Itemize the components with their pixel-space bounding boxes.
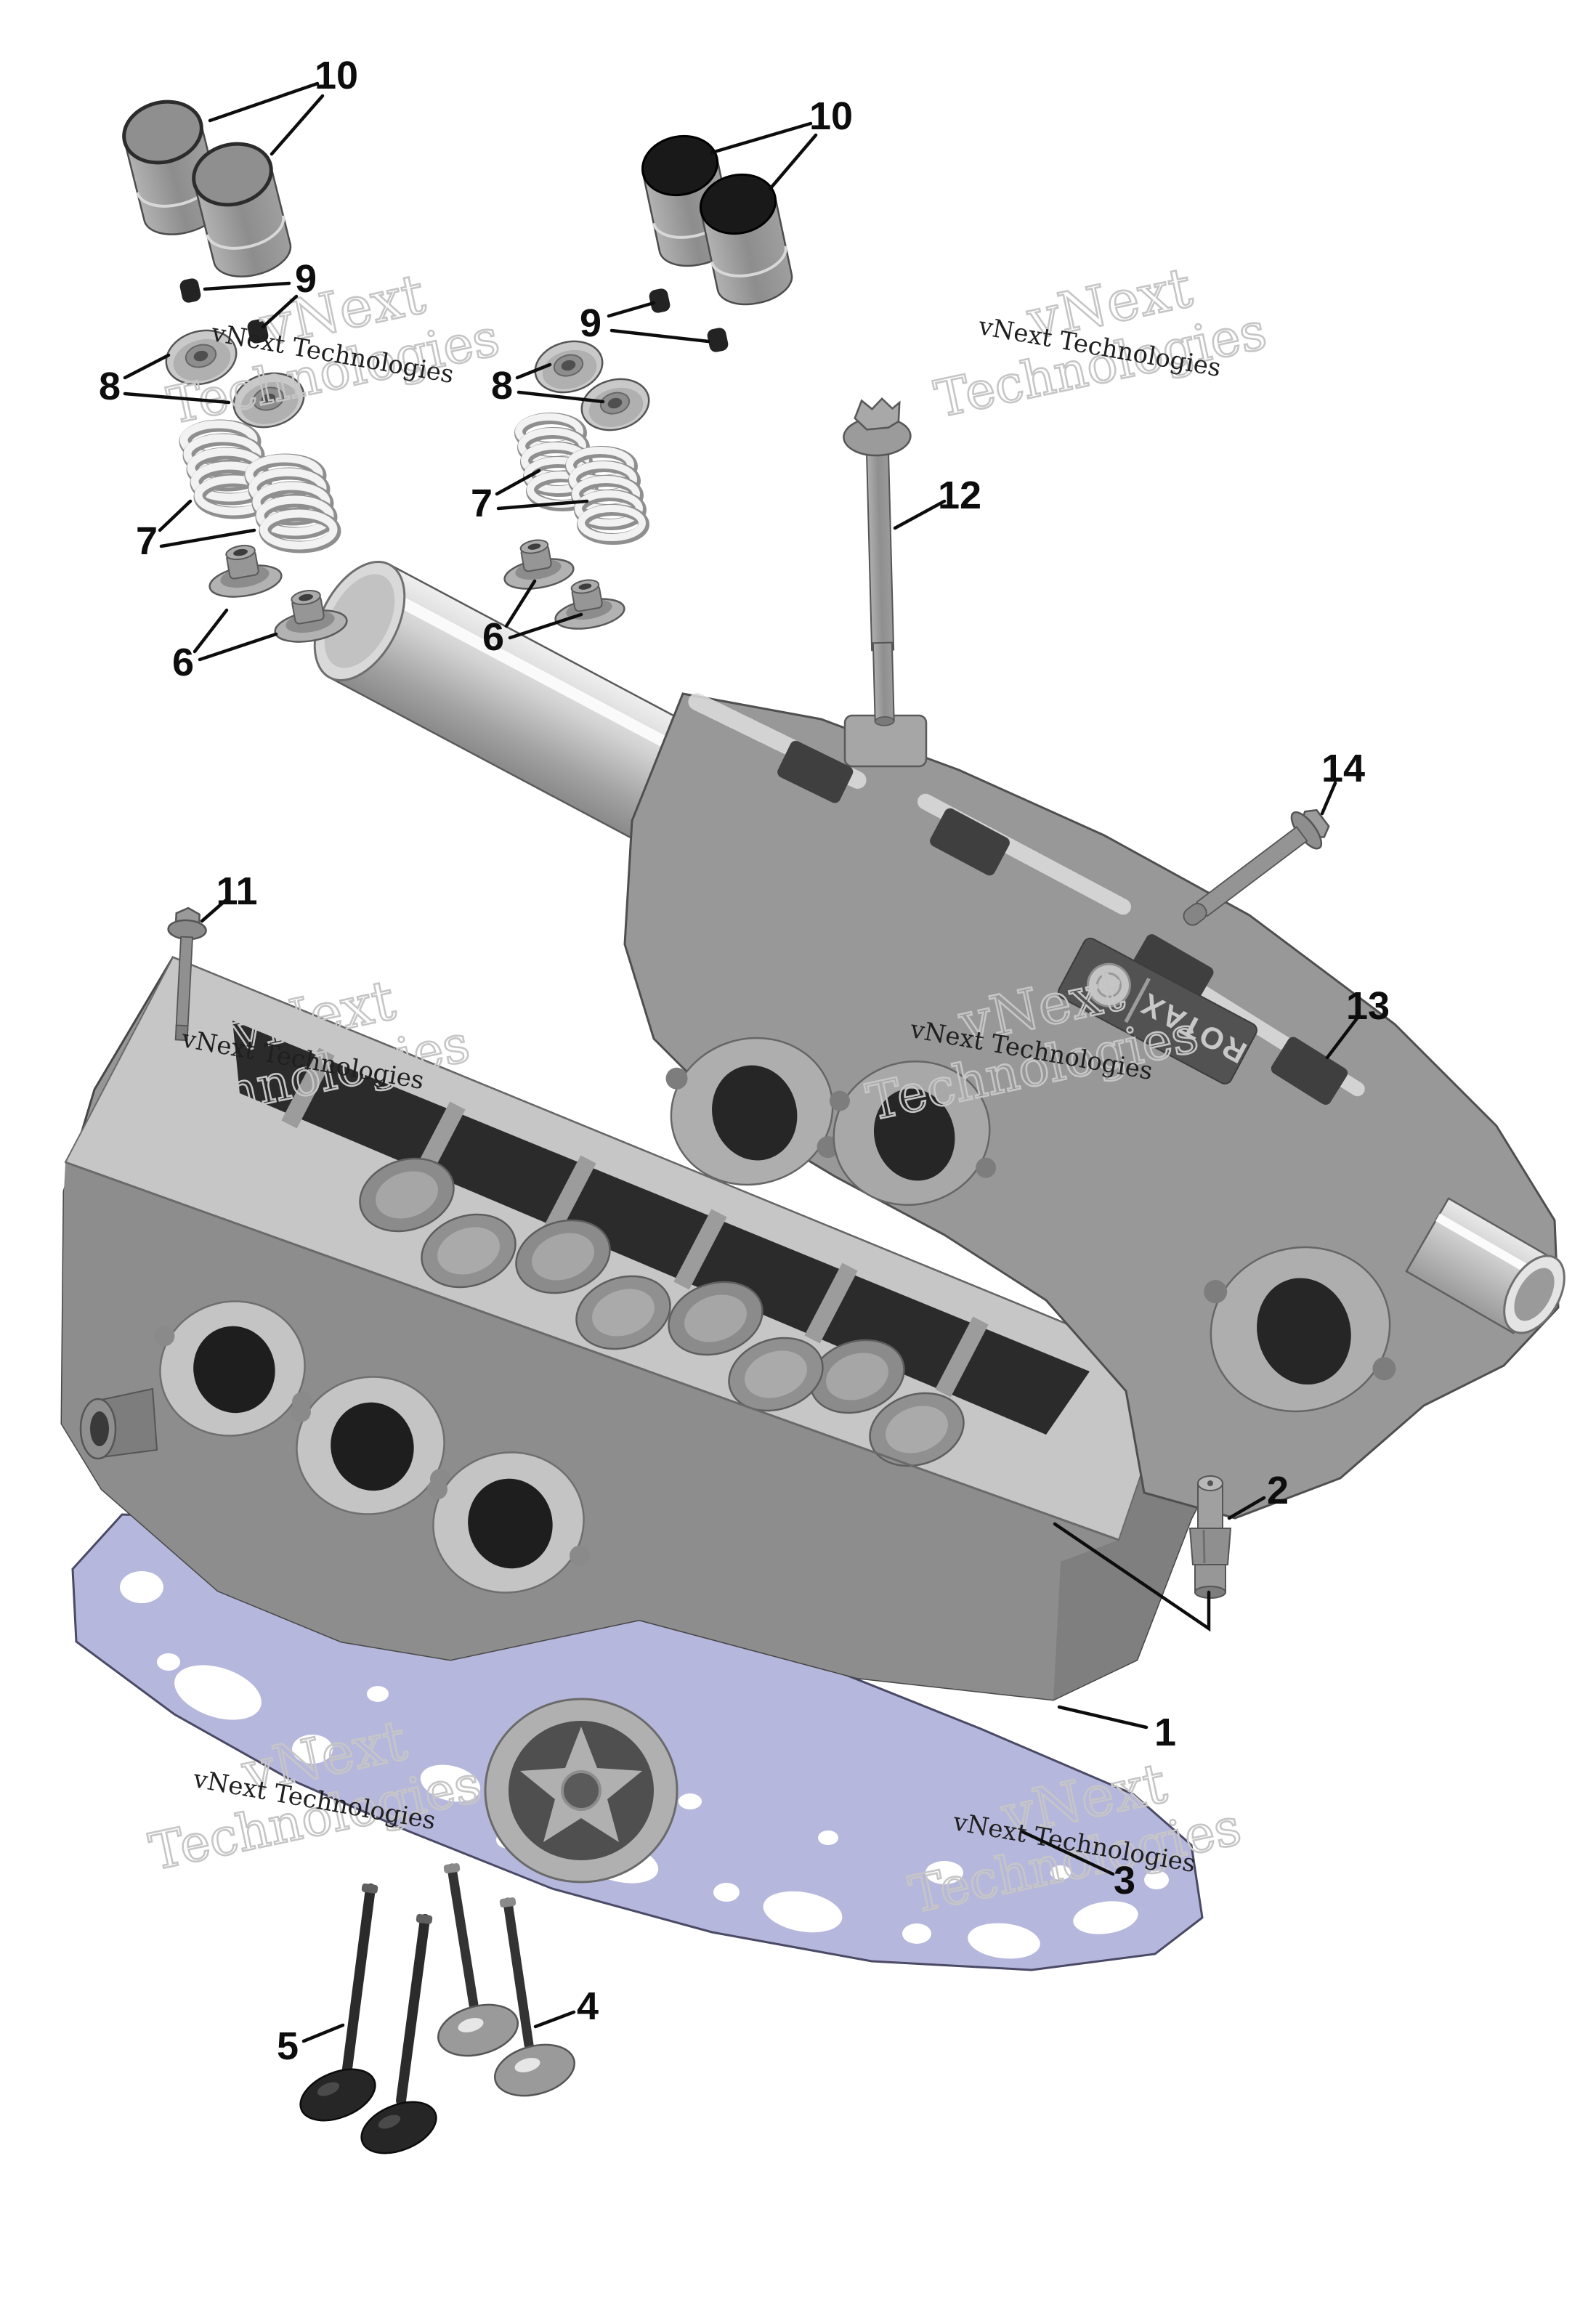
- spring-retainers: [165, 329, 650, 431]
- water-stub: [79, 1387, 158, 1460]
- leader-7-left: [158, 499, 193, 532]
- callout-14: 14: [1321, 747, 1365, 790]
- callout-9-left: 9: [295, 257, 317, 301]
- leader-3: [1021, 1830, 1115, 1876]
- leader-6-mid: [504, 579, 537, 628]
- leader-9-left: [203, 281, 291, 291]
- leader-8-left: [123, 353, 171, 380]
- leader-8-left-b: [123, 392, 231, 405]
- leader-13: [1325, 1016, 1359, 1060]
- leader-11: [200, 899, 227, 923]
- callout-1: 1: [1154, 1711, 1176, 1754]
- leader-7-mid: [495, 469, 541, 496]
- cylinder-head-screw: [843, 397, 912, 726]
- callout-5: 5: [277, 2024, 299, 2068]
- callout-10-left: 10: [315, 54, 358, 97]
- callout-2: 2: [1267, 1469, 1289, 1512]
- leader-9-mid-b: [609, 328, 710, 344]
- callout-4: 4: [577, 1984, 599, 2028]
- leader-7-mid-b: [496, 499, 589, 511]
- leader-10-left: [208, 81, 320, 123]
- callout-11: 11: [216, 869, 257, 913]
- callout-8-left: 8: [99, 365, 121, 408]
- tappet-pair-middle: [641, 134, 793, 306]
- leader-6-left-b: [198, 632, 278, 662]
- lifter-bores: [359, 1157, 965, 1467]
- callout-3: 3: [1114, 1859, 1135, 1902]
- leader-2: [1227, 1496, 1266, 1520]
- brand-roundel: [1086, 962, 1131, 1007]
- callout-6-middle: 6: [482, 615, 504, 659]
- combustion-chamber-disc: [484, 1698, 678, 1884]
- leader-12: [893, 499, 947, 530]
- callout-8-middle: 8: [491, 364, 513, 408]
- spring: [565, 446, 649, 545]
- leader-4: [533, 2010, 576, 2029]
- leader-2-b: [1053, 1522, 1211, 1632]
- watermark-cluster: vNext Technologies vNext Technologies: [929, 254, 1273, 430]
- callout-12: 12: [938, 474, 981, 517]
- leader-14: [1320, 781, 1337, 816]
- callout-10-middle: 10: [809, 94, 853, 138]
- leader-6-left: [193, 608, 229, 654]
- valley-ribs: [281, 1047, 989, 1398]
- leader-10-mid: [710, 121, 813, 155]
- callout-7-left: 7: [136, 519, 158, 563]
- watermarks: vNext Technologies vNext Technologies vN…: [132, 254, 1273, 1926]
- leader-lines: [123, 81, 1359, 2043]
- callout-6-left: 6: [172, 641, 194, 684]
- callout-13: 13: [1346, 984, 1390, 1028]
- leader-7-left-b: [159, 528, 256, 548]
- callout-7-middle: 7: [471, 482, 493, 525]
- leader-10-mid-b: [768, 133, 818, 191]
- flange-screw-11: [167, 907, 207, 1042]
- leader-9-mid: [607, 301, 656, 318]
- exhaust-valves: [299, 1883, 437, 2154]
- fitting-stud: [1188, 1475, 1232, 1599]
- head-intake-ports: [154, 1300, 590, 1594]
- leader-8-mid: [515, 362, 552, 380]
- valve-springs: [179, 413, 649, 554]
- leader-1: [1057, 1705, 1149, 1730]
- manifold-ports: [665, 1037, 1396, 1413]
- callout-labels: 10 9 8 7 6 10 9 8 7 6 12 11 14 13 2 1 3 …: [99, 54, 1390, 2068]
- callout-9-middle: 9: [580, 301, 601, 345]
- intake-valves: [437, 1863, 576, 2097]
- leader-5: [301, 2023, 345, 2043]
- valve-stem-seals: [208, 539, 625, 643]
- exhaust-manifold: ROTAX: [623, 692, 1565, 1520]
- torx-head: [854, 397, 901, 431]
- tappet-pair-left: [122, 100, 292, 277]
- leader-8-mid-b: [517, 390, 605, 404]
- leader-10-left-b: [270, 94, 325, 156]
- leader-6-mid-b: [508, 612, 583, 640]
- manifold-outlet: [1405, 1197, 1565, 1334]
- spring: [244, 453, 341, 554]
- flange-screw-14: [1183, 808, 1330, 926]
- leader-9-left-b: [261, 294, 299, 329]
